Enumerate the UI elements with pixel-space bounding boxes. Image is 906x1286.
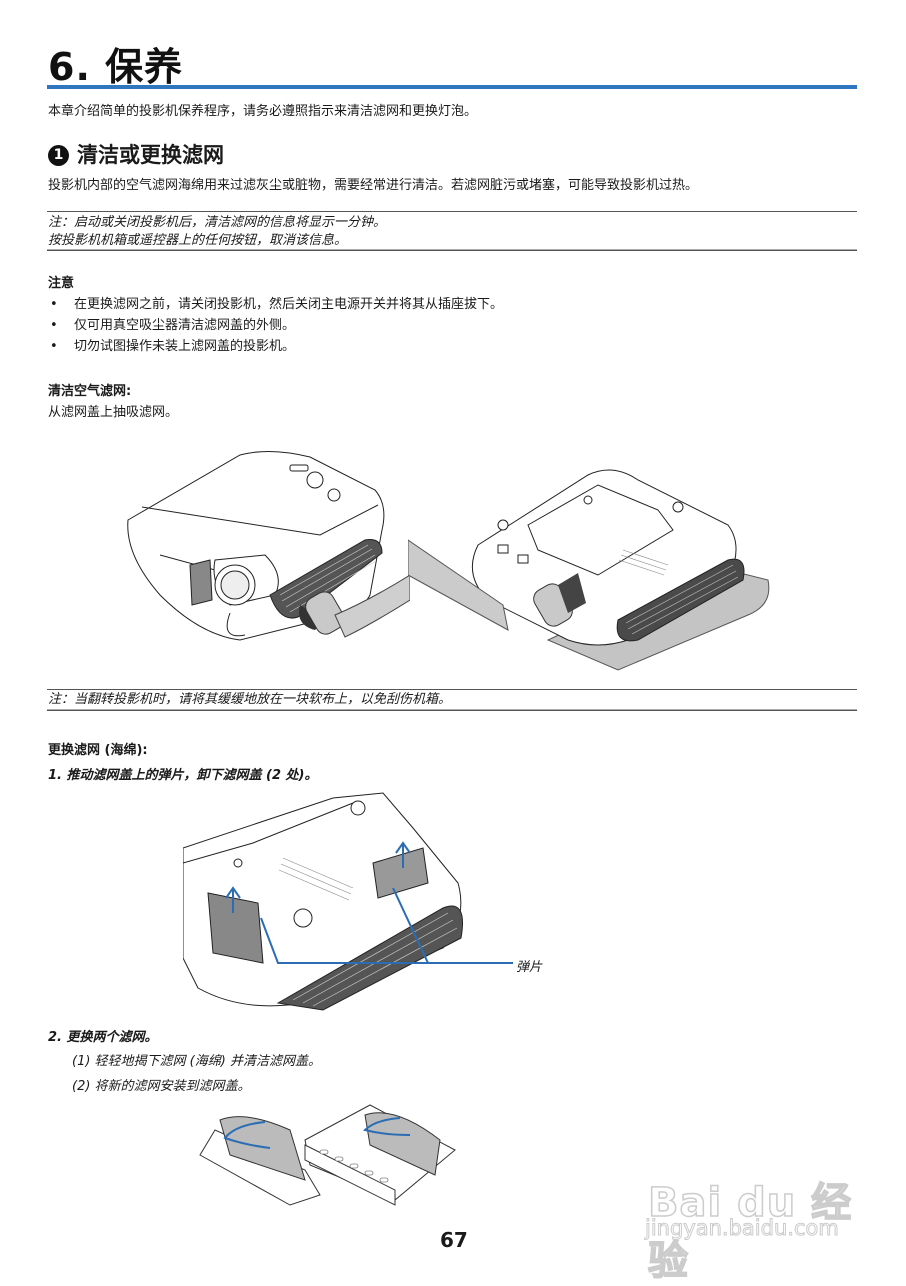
title-underline xyxy=(47,85,857,89)
chapter-intro: 本章介绍简单的投影机保养程序，请务必遵照指示来清洁滤网和更换灯泡。 xyxy=(48,104,478,119)
caution-list: •在更换滤网之前，请关闭投影机，然后关闭主电源开关并将其从插座拔下。 •仅可用真… xyxy=(48,294,503,357)
chapter-title: 6. 保养 xyxy=(48,44,183,90)
note-box-flip: 注：当翻转投影机时，请将其缓缓地放在一块软布上，以免刮伤机箱。 xyxy=(47,689,857,711)
watermark-url: jingyan.baidu.com xyxy=(645,1216,840,1241)
filter-cover-removal-illustration xyxy=(183,792,513,1011)
note-line: 注：启动或关闭投影机后，清洁滤网的信息将显示一分钟。 xyxy=(48,215,387,230)
substep-2: (2) 将新的滤网安装到滤网盖。 xyxy=(72,1079,251,1094)
section-description: 投影机内部的空气滤网海绵用来过滤灰尘或脏物，需要经常进行清洁。若滤网脏污或堵塞，… xyxy=(48,178,699,193)
substep-1: (1) 轻轻地揭下滤网 (海绵) 并清洁滤网盖。 xyxy=(72,1054,321,1069)
chapter-number: 6. xyxy=(48,45,91,89)
filter-replacement-illustration xyxy=(199,1104,456,1206)
section-title-text: 清洁或更换滤网 xyxy=(77,143,224,167)
chapter-name: 保养 xyxy=(105,45,184,89)
bullet-icon: • xyxy=(50,318,58,333)
projector-flipped-illustration xyxy=(408,469,770,671)
list-item: •在更换滤网之前，请关闭投影机，然后关闭主电源开关并将其从插座拔下。 xyxy=(48,294,503,315)
section-title: 1 清洁或更换滤网 xyxy=(48,140,224,170)
projector-vacuum-illustration xyxy=(127,450,410,641)
bullet-icon: • xyxy=(50,339,58,354)
cleaning-description: 从滤网盖上抽吸滤网。 xyxy=(48,405,179,420)
note-box-message: 注：启动或关闭投影机后，清洁滤网的信息将显示一分钟。 按投影机机箱或遥控器上的任… xyxy=(47,211,857,251)
page-number: 67 xyxy=(440,1228,468,1252)
caution-heading: 注意 xyxy=(48,276,75,291)
callout-label-tab: 弹片 xyxy=(516,960,543,975)
replace-heading: 更换滤网 (海绵): xyxy=(48,743,148,758)
bullet-icon: • xyxy=(50,297,58,312)
watermark: Bai du 经验 jingyan.baidu.com xyxy=(640,1150,870,1285)
step-1: 1. 推动滤网盖上的弹片，卸下滤网盖 (2 处)。 xyxy=(48,768,318,783)
section-number-badge: 1 xyxy=(48,144,69,166)
note-line: 注：当翻转投影机时，请将其缓缓地放在一块软布上，以免刮伤机箱。 xyxy=(48,692,452,707)
list-item: •切勿试图操作未装上滤网盖的投影机。 xyxy=(48,336,503,357)
note-line: 按投影机机箱或遥控器上的任何按钮，取消该信息。 xyxy=(48,233,348,248)
watermark-logo: Bai du 经验 xyxy=(647,1179,853,1285)
list-item: •仅可用真空吸尘器清洁滤网盖的外侧。 xyxy=(48,315,503,336)
cleaning-heading: 清洁空气滤网: xyxy=(48,384,132,399)
step-2: 2. 更换两个滤网。 xyxy=(48,1030,158,1045)
